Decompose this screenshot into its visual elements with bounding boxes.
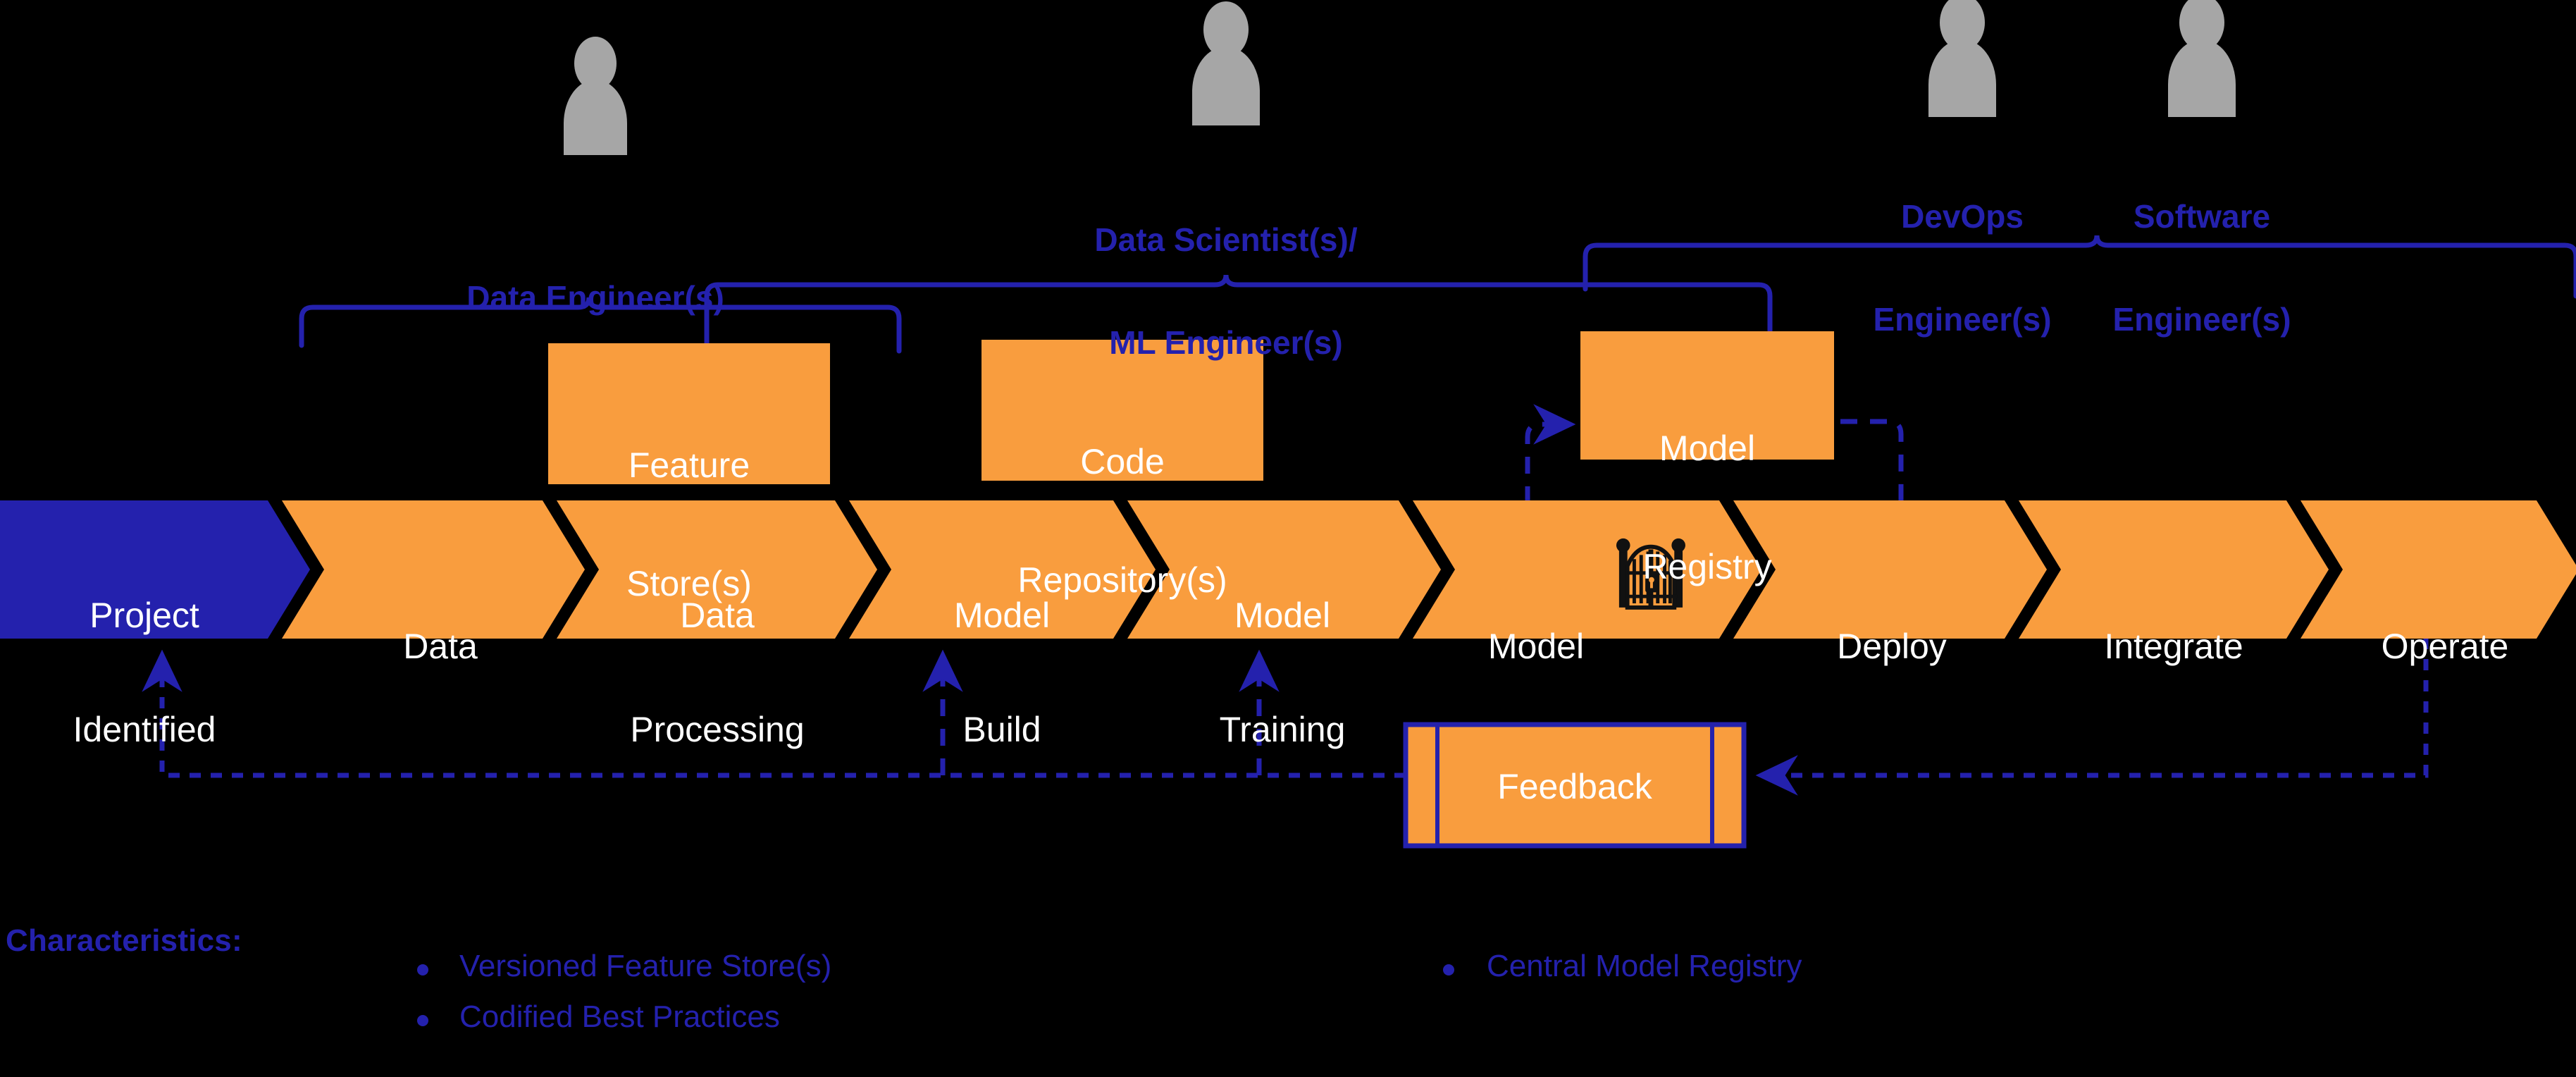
role-label-data-scientists: Data Scientist(s)/ ML Engineer(s) [1094, 221, 1358, 361]
person-icon-data-engineer [564, 37, 627, 155]
stage-label-operate: Operate [2381, 627, 2509, 666]
model-registry-label: Model Registry [1642, 429, 1772, 586]
pipeline-chevrons [0, 500, 2576, 639]
role-label-devops-engineers: DevOps Engineer(s) [1873, 197, 2052, 338]
stage-label-project-identified: Project Identified [73, 596, 216, 749]
bullet-dot-icon [417, 964, 428, 976]
characteristic-item-0: Versioned Feature Store(s) [459, 949, 832, 983]
stage-label-model: Model [1487, 627, 1585, 666]
bracket-devops-software [1583, 235, 2576, 299]
arrow-model-to-registry [1525, 404, 1576, 592]
stage-label-integrate: Integrate [2104, 627, 2243, 666]
feedback-label: Feedback [1497, 767, 1652, 806]
person-icon-software-engineer [2168, 0, 2236, 117]
characteristics-heading: Characteristics: [6, 923, 242, 958]
stage-label-data: Data [403, 627, 478, 666]
feature-store-label: Feature Store(s) [626, 445, 752, 603]
stage-model-build[interactable] [849, 500, 1156, 639]
model-registry-box[interactable] [1580, 331, 1834, 460]
bullet-dot-icon [417, 1015, 428, 1026]
stage-integrate[interactable] [2019, 500, 2329, 639]
stage-data[interactable] [282, 500, 585, 639]
characteristic-item-2: Central Model Registry [1487, 949, 1802, 983]
stage-deploy[interactable] [1733, 500, 2047, 639]
gate-icon [1616, 538, 1685, 610]
person-icon-data-scientist [1192, 1, 1260, 125]
stage-label-model-build: Model Build [953, 596, 1051, 749]
characteristic-item-1: Codified Best Practices [459, 999, 780, 1034]
person-icon-devops-engineer [1928, 0, 1996, 117]
role-label-data-engineers: Data Engineer(s) [466, 278, 724, 316]
bracket-data-scientists [704, 274, 1773, 352]
role-label-software-engineers: Software Engineer(s) [2112, 197, 2291, 338]
arrow-registry-to-deploy [1840, 419, 1921, 584]
bracket-data-engineers [299, 297, 902, 354]
arrow-operate-to-feedback [1755, 638, 2429, 796]
stage-label-data-processing: Data Processing [630, 596, 805, 749]
stage-label-deploy: Deploy [1837, 627, 1947, 666]
stage-label-model-training: Model Training [1219, 596, 1346, 749]
feature-store-box[interactable] [548, 343, 830, 484]
stage-project-identified[interactable] [0, 500, 310, 639]
stage-model-training[interactable] [1127, 500, 1441, 639]
feedback-box[interactable] [1403, 722, 1747, 849]
stage-operate[interactable] [2301, 500, 2576, 639]
bullet-dot-icon [1443, 964, 1454, 976]
code-repository-box[interactable] [982, 340, 1263, 481]
stage-data-processing[interactable] [557, 500, 877, 639]
code-repository-label: Code Repository(s) [1017, 442, 1227, 600]
